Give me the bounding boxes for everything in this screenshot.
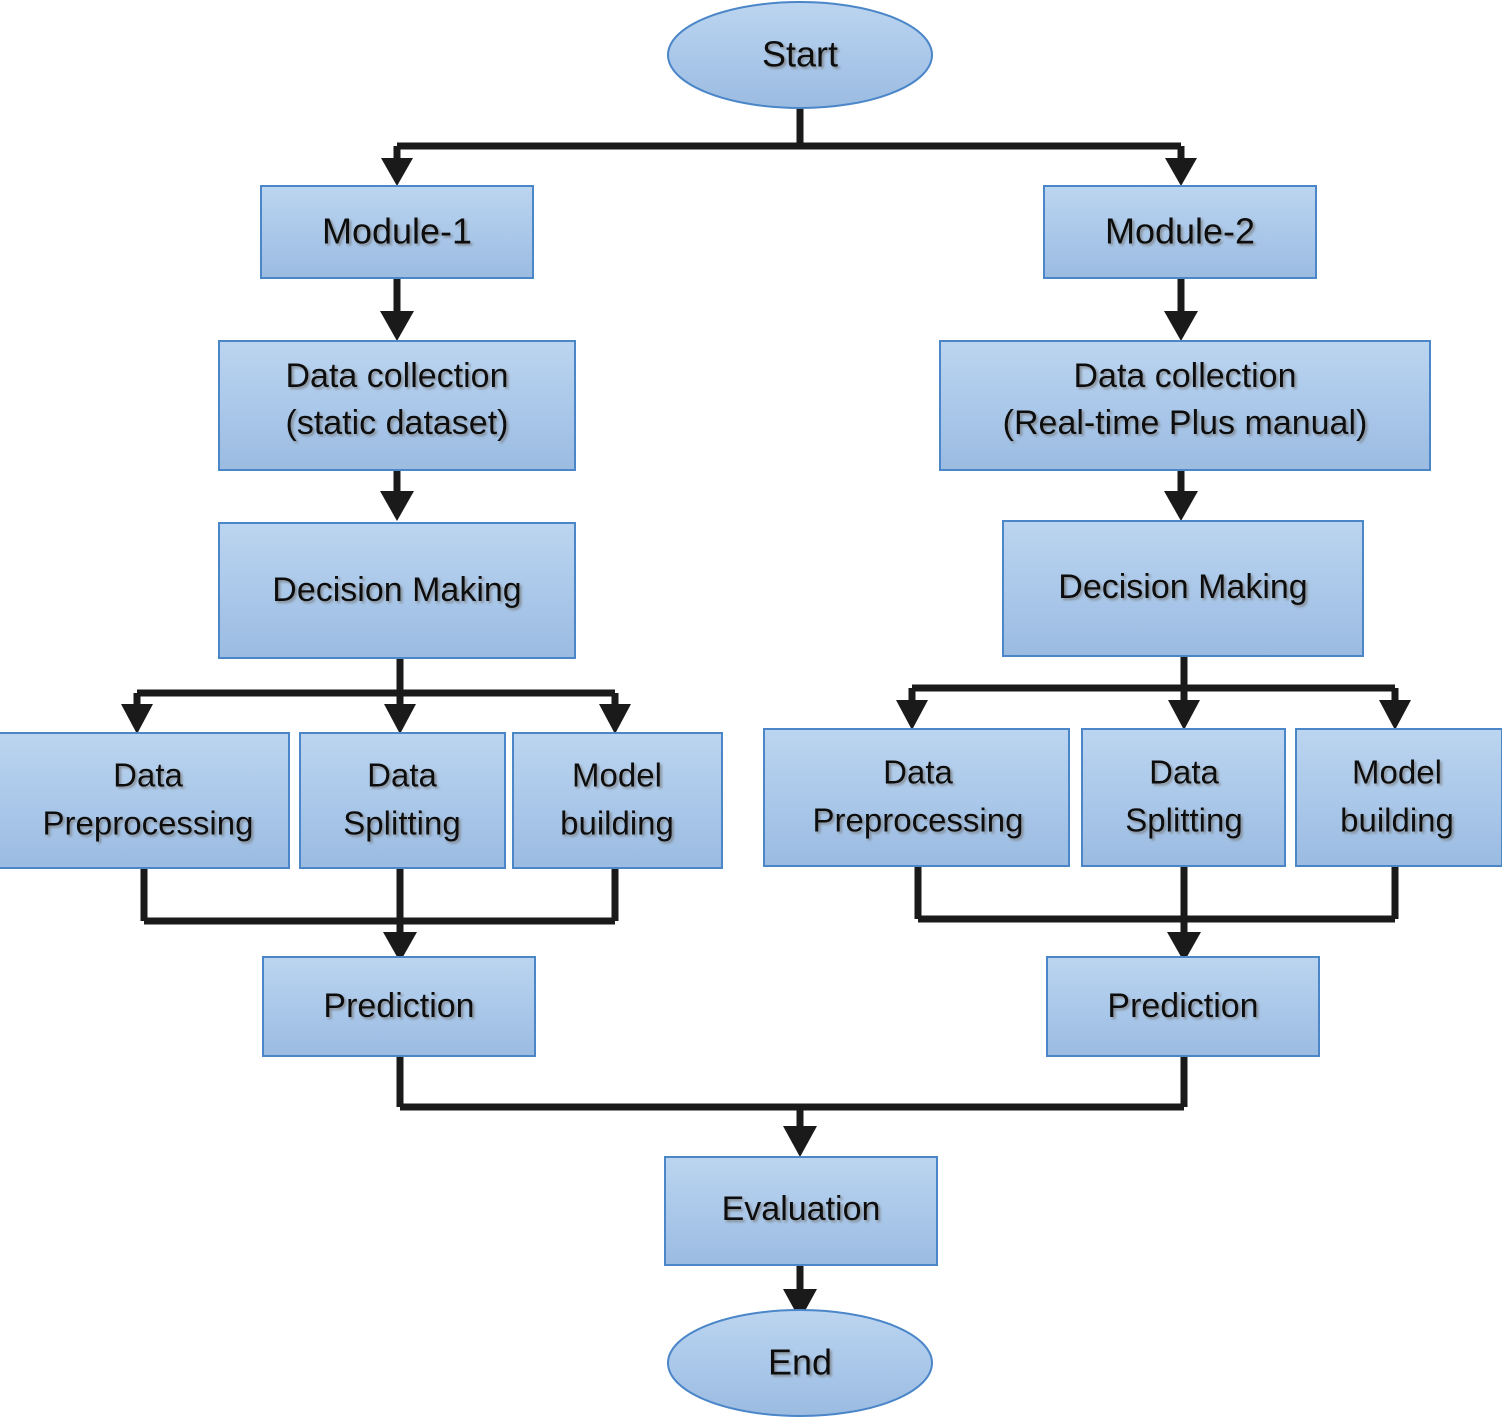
arrowhead-module2 [1165,158,1197,186]
arrowhead-model-building-1 [599,704,631,734]
node-start[interactable]: Start [667,1,933,109]
arrowhead-prediction-1 [383,932,417,962]
prediction-1-label: Prediction [323,987,474,1025]
arrowhead-evaluation [783,1126,817,1157]
end-ellipse[interactable] [667,1309,933,1417]
data-preprocessing-2-label-line1: Data [883,754,953,791]
data-preprocessing-2-rect[interactable] [763,728,1070,867]
model-building-2-rect[interactable] [1295,728,1502,867]
arrowhead-end [783,1289,817,1320]
node-prediction-2[interactable]: Prediction [1046,956,1320,1057]
node-end[interactable]: End [667,1309,933,1417]
arrowhead-data-preprocessing-2 [896,700,928,730]
arrowhead-dc2 [1164,311,1198,341]
node-module-2[interactable]: Module-2 [1043,185,1317,279]
arrowhead-data-splitting-1 [384,704,416,734]
data-splitting-2-label-line2: Splitting [1125,802,1242,839]
data-collection-2-rect[interactable] [939,340,1431,471]
data-splitting-1-rect[interactable] [299,732,506,869]
node-decision-making-1[interactable]: Decision Making [218,522,576,659]
connector-layer [121,102,1411,1320]
evaluation-rect[interactable] [664,1156,938,1266]
data-preprocessing-1-label-line2: Preprocessing [43,805,254,842]
arrowhead-data-splitting-2 [1168,700,1200,730]
arrowhead-data-preprocessing-1 [121,704,153,734]
module-1-label: Module-1 [322,211,472,252]
node-model-building-2[interactable]: Model building [1295,728,1502,867]
decision-making-2-rect[interactable] [1002,520,1364,657]
node-data-preprocessing-2[interactable]: Data Preprocessing [763,728,1070,867]
module-2-label: Module-2 [1105,211,1255,252]
start-label: Start [762,34,838,75]
prediction-2-rect[interactable] [1046,956,1320,1057]
model-building-1-rect[interactable] [512,732,723,869]
node-data-preprocessing-1[interactable]: Data Preprocessing [0,732,290,869]
data-collection-1-rect[interactable] [218,340,576,471]
arrowhead-module1 [381,158,413,186]
node-data-splitting-2[interactable]: Data Splitting [1081,728,1286,867]
arrowhead-dm2 [1164,491,1198,521]
model-building-1-label-line1: Model [572,757,662,794]
module-2-rect[interactable] [1043,185,1317,279]
model-building-2-label-line2: building [1340,802,1454,839]
node-module-1[interactable]: Module-1 [260,185,534,279]
node-prediction-1[interactable]: Prediction [262,956,536,1057]
node-data-collection-2[interactable]: Data collection (Real-time Plus manual) [939,340,1431,471]
data-collection-2-label-line2: (Real-time Plus manual) [1003,404,1368,442]
node-evaluation[interactable]: Evaluation [664,1156,938,1266]
data-splitting-1-label-line1: Data [367,757,437,794]
arrowhead-prediction-2 [1167,932,1201,962]
model-building-2-label-line1: Model [1352,754,1442,791]
arrowhead-dm1 [380,491,414,521]
prediction-2-label: Prediction [1107,987,1258,1025]
decision-making-2-label: Decision Making [1058,568,1307,606]
evaluation-label: Evaluation [722,1190,881,1228]
data-collection-1-label-line1: Data collection [285,357,508,395]
node-data-splitting-1[interactable]: Data Splitting [299,732,506,869]
data-collection-2-label-line1: Data collection [1073,357,1296,395]
model-building-1-label-line2: building [560,805,674,842]
data-preprocessing-2-label-line2: Preprocessing [813,802,1024,839]
data-preprocessing-1-rect[interactable] [0,732,290,869]
end-label: End [768,1342,832,1383]
decision-making-1-rect[interactable] [218,522,576,659]
data-splitting-2-rect[interactable] [1081,728,1286,867]
node-data-collection-1[interactable]: Data collection (static dataset) [218,340,576,471]
decision-making-1-label: Decision Making [272,571,521,609]
start-ellipse[interactable] [667,1,933,109]
node-model-building-1[interactable]: Model building [512,732,723,869]
data-preprocessing-1-label-line1: Data [113,757,183,794]
node-decision-making-2[interactable]: Decision Making [1002,520,1364,657]
data-collection-1-label-line2: (static dataset) [286,404,509,442]
data-splitting-2-label-line1: Data [1149,754,1219,791]
arrowhead-dc1 [380,311,414,341]
prediction-1-rect[interactable] [262,956,536,1057]
module-1-rect[interactable] [260,185,534,279]
arrowhead-model-building-2 [1379,700,1411,730]
data-splitting-1-label-line2: Splitting [343,805,460,842]
